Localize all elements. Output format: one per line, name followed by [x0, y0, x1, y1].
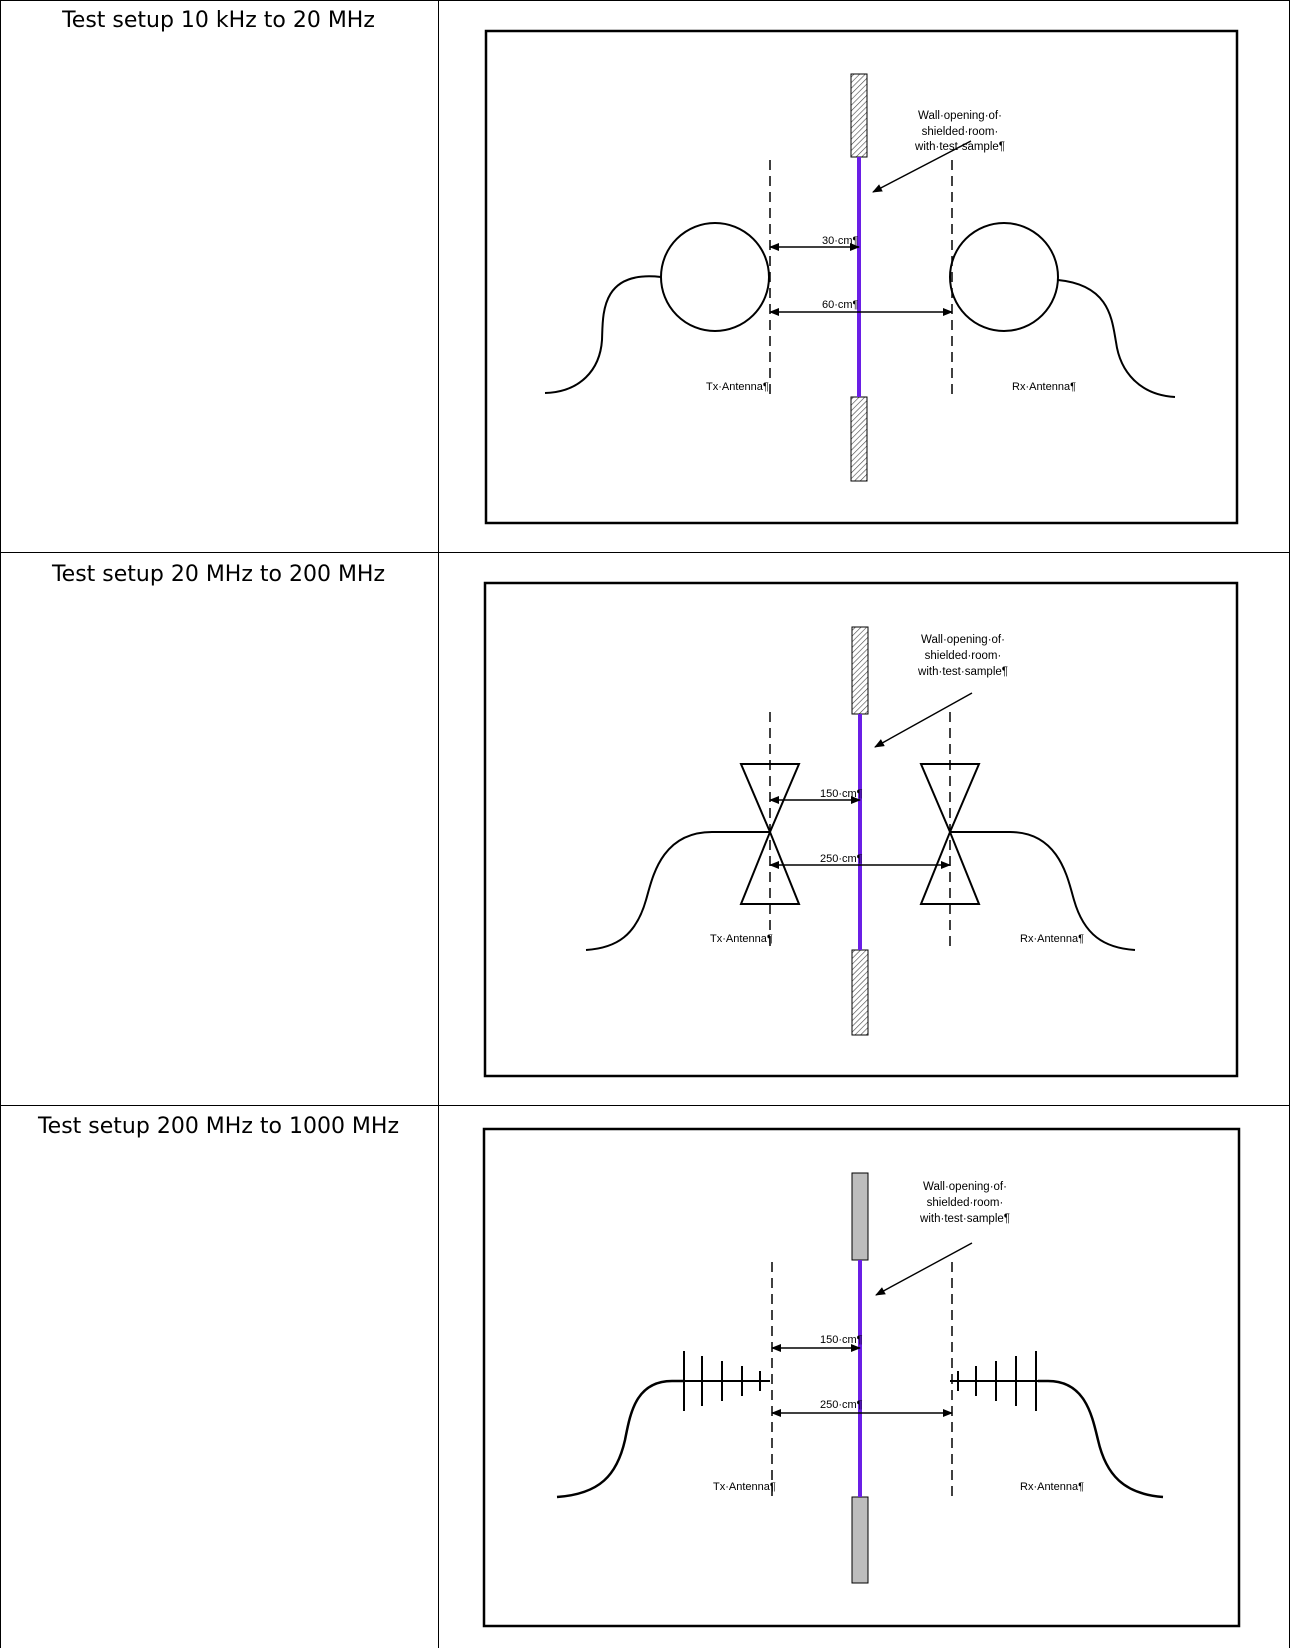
rx-biconical-antenna [919, 763, 981, 905]
wall-opening-label: shielded·room· [925, 650, 1002, 662]
diagram-frame [484, 29, 1239, 525]
rx-antenna-label: Rx·Antenna¶ [1020, 1481, 1084, 1493]
row-label: Test setup 200 MHz to 1000 MHz [37, 1114, 400, 1139]
tx-cable [585, 831, 770, 951]
wall-segment-bottom [851, 1496, 869, 1584]
table-row-divider [0, 552, 1290, 553]
near-distance-label: 150·cm¶ [820, 788, 863, 800]
table-border-left [0, 0, 1, 1648]
wall-pointer-arrow [872, 140, 972, 193]
wall-opening-label: with·test·sample¶ [917, 666, 1008, 678]
far-distance-label: 60·cm¶ [822, 299, 859, 311]
far-distance-label: 250·cm¶ [820, 1399, 863, 1411]
diagram-frame [483, 581, 1239, 1078]
rx-loop-antenna [949, 222, 1059, 332]
tx-cable [556, 1379, 684, 1499]
table-column-divider [438, 0, 439, 1648]
wall-opening-label: shielded·room· [927, 1197, 1004, 1209]
near-distance-label: 30·cm¶ [822, 235, 859, 247]
wall-opening-label: Wall·opening·of· [921, 634, 1005, 646]
table-row-divider [0, 1105, 1290, 1106]
tx-antenna-label: Tx·Antenna¶ [706, 381, 769, 393]
rx-cable [1057, 279, 1176, 398]
row-label: Test setup 20 MHz to 200 MHz [51, 562, 386, 587]
row-label: Test setup 10 kHz to 20 MHz [62, 8, 375, 33]
wall-opening-label: with·test·sample¶ [919, 1213, 1010, 1225]
tx-cable [544, 275, 662, 394]
wall-opening-label: Wall·opening·of· [918, 110, 1002, 122]
rx-antenna-label: Rx·Antenna¶ [1020, 933, 1084, 945]
near-distance-label: 150·cm¶ [820, 1334, 863, 1346]
wall-opening-label: shielded·room· [922, 126, 999, 138]
rx-antenna-label: Rx·Antenna¶ [1012, 381, 1076, 393]
wall-pointer-arrow [875, 1242, 973, 1296]
table-border-top [0, 0, 1290, 1]
rx-cable [1038, 1379, 1164, 1499]
far-distance-label: 250·cm¶ [820, 853, 863, 865]
rx-cable [950, 831, 1136, 951]
tx-antenna-label: Tx·Antenna¶ [710, 933, 773, 945]
wall-opening-label: Wall·opening·of· [923, 1181, 1007, 1193]
tx-antenna-label: Tx·Antenna¶ [713, 1481, 776, 1493]
wall-segment-top [851, 1172, 869, 1261]
tx-biconical-antenna [739, 763, 801, 905]
wall-pointer-arrow [874, 692, 973, 748]
diagram-frame [482, 1127, 1241, 1628]
